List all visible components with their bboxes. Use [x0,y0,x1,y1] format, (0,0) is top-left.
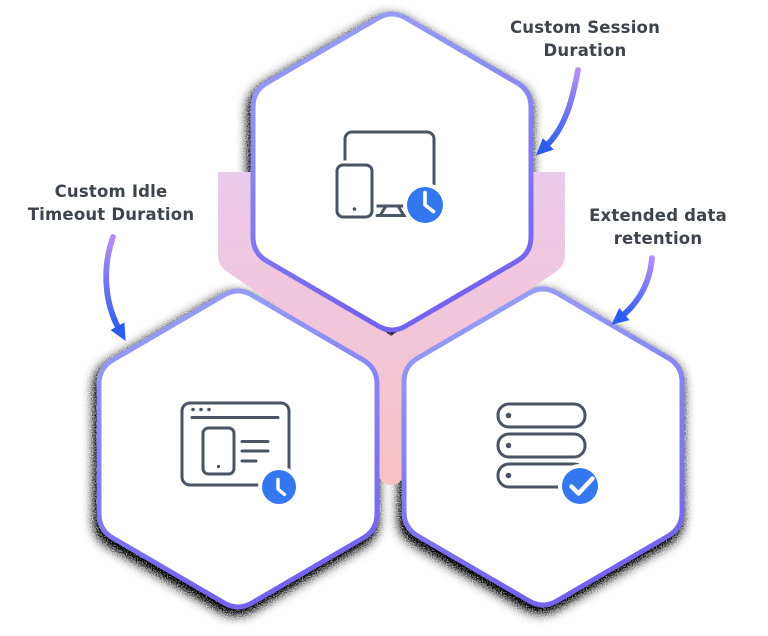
browser-clock-icon [180,401,300,508]
hexagon-session [253,14,531,330]
server-row-icon [496,432,587,459]
arrow-to-retention-hexagon [611,255,655,325]
check-icon [569,476,595,496]
browser-dots-icon [191,407,211,412]
label-line: Custom Session [509,18,661,37]
browser-window-icon [180,401,291,487]
arrow-to-session-hexagon [536,67,581,156]
label-session-duration: Custom Session Duration [485,16,685,62]
devices-clock-icon [332,130,447,227]
annotation-arrows [103,67,655,342]
connector-y [218,172,565,485]
hexagon-idle [99,291,377,607]
phone-icon [335,163,374,219]
hexagon-retention [404,289,682,605]
label-line: retention [613,229,703,248]
label-line: Timeout Duration [27,205,195,224]
label-line: Duration [543,41,627,60]
server-row-icon [496,402,587,429]
label-line: Custom Idle [54,182,168,201]
arrow-to-idle-hexagon [103,234,126,342]
clock-hands-icon [276,477,287,497]
label-line: Extended data [589,206,727,225]
label-idle-timeout: Custom Idle Timeout Duration [11,180,211,226]
phone-home-dot [352,207,357,211]
label-data-retention: Extended data retention [558,204,758,250]
text-lines-icon [240,440,270,463]
server-led-dots [505,412,512,479]
phone-icon [201,426,236,476]
check-badge [562,468,598,504]
server-check-icon [496,402,602,508]
phone-home-dot [216,464,221,469]
monitor-stand-icon [375,204,409,217]
clock-hands-icon [423,190,436,214]
